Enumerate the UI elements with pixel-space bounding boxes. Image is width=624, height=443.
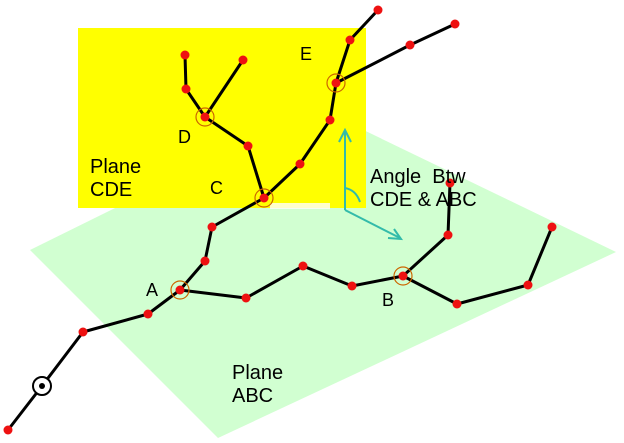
node bbox=[405, 40, 415, 50]
point-label-a: A bbox=[146, 280, 159, 300]
branch-b-right bbox=[401, 225, 554, 306]
angle-arrow bbox=[338, 127, 404, 241]
node bbox=[78, 327, 88, 337]
branch-a-to-c bbox=[178, 196, 266, 292]
node bbox=[325, 115, 335, 125]
branch-point-rings bbox=[170, 73, 413, 300]
plane-abc-label: Plane ABC bbox=[232, 362, 283, 408]
node bbox=[347, 281, 357, 291]
nodes bbox=[3, 5, 557, 435]
plane-cde-label: Plane CDE bbox=[90, 156, 141, 202]
node bbox=[181, 84, 191, 94]
node bbox=[443, 230, 453, 240]
node-c bbox=[259, 193, 269, 203]
node bbox=[523, 280, 533, 290]
node bbox=[143, 309, 153, 319]
angle-label-line2: CDE & ABC bbox=[370, 189, 477, 211]
node bbox=[373, 5, 383, 15]
plane-cde-label-line2: CDE bbox=[90, 179, 133, 201]
plane-cde-label-line1: Plane bbox=[90, 156, 142, 178]
node bbox=[298, 261, 308, 271]
plane-abc-label-line1: Plane bbox=[232, 362, 284, 384]
node bbox=[445, 178, 455, 188]
point-label-d: D bbox=[178, 127, 191, 147]
angle-label: Angle Btw CDE & ABC bbox=[370, 166, 477, 212]
node bbox=[547, 222, 557, 232]
soma-icon bbox=[32, 376, 52, 396]
node-b bbox=[398, 271, 408, 281]
node bbox=[241, 293, 251, 303]
angle-label-line1: Angle Btw bbox=[370, 166, 466, 188]
node-e bbox=[331, 78, 341, 88]
node bbox=[452, 299, 462, 309]
node bbox=[345, 35, 355, 45]
node bbox=[3, 425, 13, 435]
point-label-c: C bbox=[210, 178, 223, 198]
node bbox=[295, 159, 305, 169]
node bbox=[207, 222, 217, 232]
node-a bbox=[175, 285, 185, 295]
point-label-b: B bbox=[382, 290, 395, 310]
point-label-e: E bbox=[300, 44, 313, 64]
node bbox=[238, 55, 248, 65]
node bbox=[450, 19, 460, 29]
node bbox=[243, 141, 253, 151]
plane-intersection-highlight bbox=[270, 203, 330, 209]
branch-d-right bbox=[203, 58, 245, 119]
branch-c-to-e bbox=[262, 81, 338, 200]
plane-cde bbox=[78, 28, 366, 208]
node-d bbox=[200, 112, 210, 122]
node bbox=[200, 256, 210, 266]
node bbox=[180, 50, 190, 60]
plane-abc-label-line2: ABC bbox=[232, 385, 274, 407]
